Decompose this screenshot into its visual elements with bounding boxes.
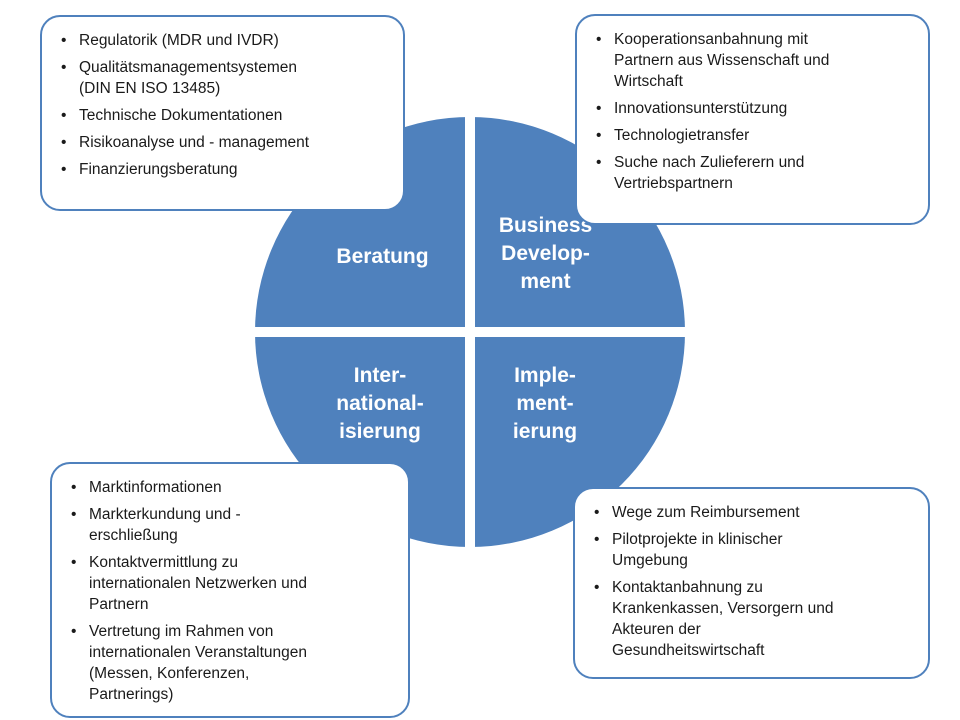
bullet-item: Regulatorik (MDR und IVDR): [52, 30, 391, 51]
bullet-item: Qualitätsmanagementsystemen (DIN EN ISO …: [52, 57, 391, 99]
callout-box-internationalisierung: Marktinformationen Markterkundung und - …: [50, 462, 410, 718]
quadrant-label-business-development: Business Develop- ment: [498, 214, 593, 293]
bullet-item: Markterkundung und - erschließung: [62, 504, 396, 546]
quadrant-divider-horizontal: [255, 327, 685, 337]
bullet-item: Marktinformationen: [62, 477, 396, 498]
bullet-item: Kontaktanbahnung zu Krankenkassen, Verso…: [585, 577, 916, 661]
bullet-item: Innovationsunterstützung: [587, 98, 916, 119]
bullet-item: Kooperationsanbahnung mit Partnern aus W…: [587, 29, 916, 92]
bullet-item: Vertretung im Rahmen von internationalen…: [62, 621, 396, 705]
bullet-item: Finanzierungsberatung: [52, 159, 391, 180]
bullet-list-internationalisierung: Marktinformationen Markterkundung und - …: [62, 477, 396, 705]
callout-box-implementierung: Wege zum Reimbursement Pilotprojekte in …: [573, 487, 930, 679]
bullet-list-implementierung: Wege zum Reimbursement Pilotprojekte in …: [585, 502, 916, 661]
bullet-item: Suche nach Zulieferern und Vertriebspart…: [587, 152, 916, 194]
bullet-item: Pilotprojekte in klinischer Umgebung: [585, 529, 916, 571]
quadrant-label-internationalisierung: Inter- national- isierung: [336, 364, 424, 443]
quadrant-label-beratung: Beratung: [336, 245, 429, 268]
bullet-item: Risikoanalyse und - management: [52, 132, 391, 153]
bullet-list-business-development: Kooperationsanbahnung mit Partnern aus W…: [587, 29, 916, 194]
bullet-item: Technologietransfer: [587, 125, 916, 146]
callout-box-business-development: Kooperationsanbahnung mit Partnern aus W…: [575, 14, 930, 225]
bullet-item: Technische Dokumentationen: [52, 105, 391, 126]
bullet-item: Kontaktvermittlung zu internationalen Ne…: [62, 552, 396, 615]
bullet-item: Wege zum Reimbursement: [585, 502, 916, 523]
callout-box-beratung: Regulatorik (MDR und IVDR) Qualitätsmana…: [40, 15, 405, 211]
quadrant-label-implementierung: Imple- ment- ierung: [512, 364, 578, 443]
bullet-list-beratung: Regulatorik (MDR und IVDR) Qualitätsmana…: [52, 30, 391, 180]
